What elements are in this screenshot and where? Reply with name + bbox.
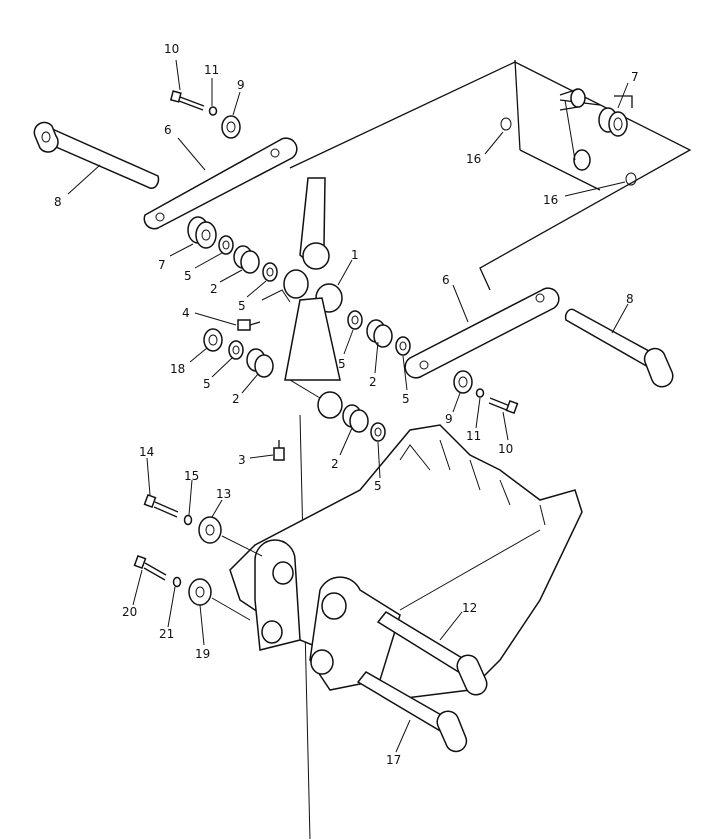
bolt-10-upper [169,90,241,139]
callout-17: 17 [386,753,401,767]
callout-10-upper: 10 [164,42,179,56]
callout-5-e: 5 [402,392,410,406]
callout-5-a: 5 [184,269,192,283]
callout-11-lower: 11 [466,429,481,443]
callout-21: 21 [159,627,174,641]
callout-16-upper: 16 [466,152,481,166]
bolt-10-lower [453,370,519,415]
fitting-4-and-washer-18 [203,319,274,378]
bucket [229,424,583,701]
callout-18: 18 [170,362,185,376]
callout-7-left: 7 [158,258,166,272]
bolt-20-assembly [133,554,251,621]
callout-9-lower: 9 [445,412,453,426]
callout-1: 1 [351,248,359,262]
leader-lines [67,59,629,753]
callout-16-lower: 16 [543,193,558,207]
link-6-upper [143,137,298,230]
upper-right-assembly [500,88,637,186]
pin-12 [376,611,488,696]
callout-5-d: 5 [338,357,346,371]
bushing-stack-right [347,310,411,356]
callout-8-right: 8 [626,292,634,306]
pin-8-right [564,308,674,388]
callout-2-d: 2 [331,457,339,471]
callout-12: 12 [462,601,477,615]
callout-15: 15 [184,469,199,483]
callout-5-c: 5 [203,377,211,391]
frame-outline [289,59,692,291]
callout-14: 14 [139,445,154,459]
center-link-1 [261,177,343,419]
callout-6-upper: 6 [164,123,172,137]
callout-5-b: 5 [238,299,246,313]
pin-17 [356,671,468,753]
callout-4: 4 [182,306,190,320]
callout-19: 19 [195,647,210,661]
callout-5-f: 5 [374,479,382,493]
callout-9-upper: 9 [237,78,245,92]
bolt-14-assembly [143,493,263,557]
callout-20: 20 [122,605,137,619]
pin-8-left [33,121,160,189]
callout-2-b: 2 [232,392,240,406]
callout-labels: 10 11 9 6 8 7 16 16 7 5 2 5 1 6 8 4 18 5… [54,42,639,767]
link-6-lower [404,287,560,379]
callout-13: 13 [216,487,231,501]
callout-11-upper: 11 [204,63,219,77]
bushing-stack-left-upper [187,216,278,282]
callout-8-left: 8 [54,195,62,209]
callout-10-lower: 10 [498,442,513,456]
callout-6-lower: 6 [442,273,450,287]
callout-3: 3 [238,453,246,467]
callout-2-c: 2 [369,375,377,389]
bushing-stack-lower [342,404,386,442]
callout-7-right: 7 [631,70,639,84]
callout-2-a: 2 [210,282,218,296]
